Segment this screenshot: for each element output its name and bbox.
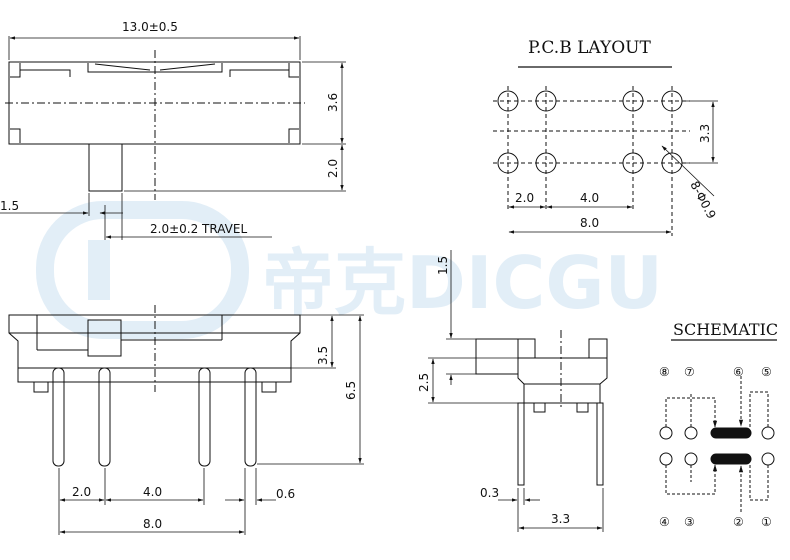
pcb-hole	[497, 152, 519, 174]
top-view-corner-br	[288, 128, 299, 143]
pcb-hole	[535, 90, 557, 112]
schematic-terminal	[761, 452, 775, 466]
schematic-terminal	[684, 426, 698, 440]
side-pin-label: 0.3	[480, 486, 499, 500]
watermark-logo-bar	[88, 240, 110, 300]
front-view-standoff	[261, 381, 277, 393]
front-view-standoff	[33, 381, 49, 393]
travel-label: 2.0±0.2 TRAVEL	[150, 222, 247, 236]
side-actuator-label: 1.5	[436, 256, 450, 275]
side-view-pin	[596, 402, 604, 486]
schematic-label-2: ②	[733, 515, 744, 529]
schematic-terminal	[761, 426, 775, 440]
front-view-pin	[198, 367, 211, 467]
schematic-contact-top	[710, 427, 752, 439]
schematic-label-1: ①	[761, 515, 772, 529]
top-view	[0, 36, 346, 240]
pcb-hole	[497, 90, 519, 112]
watermark: 帝克DICGU	[36, 201, 663, 339]
pcb-layout	[493, 86, 718, 236]
schematic-label-8: ⑧	[659, 365, 670, 379]
top-view-height-label: 3.6	[326, 93, 340, 112]
front-view	[8, 305, 364, 535]
side-height-label: 2.5	[417, 373, 431, 392]
top-view-corner-tl	[10, 63, 21, 78]
schematic-label-5: ⑤	[761, 365, 772, 379]
schematic-title: SCHEMATIC	[673, 320, 778, 339]
front-pitch2-label: 4.0	[143, 485, 162, 499]
pcb-hole	[622, 152, 644, 174]
side-view-standoff	[576, 402, 589, 413]
pcb-hole	[661, 152, 683, 174]
pcb-hole	[535, 152, 557, 174]
pcb-pitch2-label: 4.0	[580, 191, 599, 205]
top-view-width-label: 13.0±0.5	[122, 20, 178, 34]
schematic-label-4: ④	[659, 515, 670, 529]
schematic-label-3: ③	[684, 515, 695, 529]
front-view-pin	[98, 367, 111, 467]
top-view-lip-right	[229, 69, 289, 77]
top-view-corner-tr	[288, 63, 299, 78]
pcb-hole	[661, 90, 683, 112]
schematic	[659, 376, 775, 512]
side-view-standoff	[533, 402, 546, 413]
side-view-actuator	[475, 338, 519, 375]
pcb-pitch1-label: 2.0	[515, 191, 534, 205]
watermark-logo-mark	[36, 201, 249, 339]
front-span-label: 8.0	[143, 517, 162, 531]
top-view-actuator-label: 2.0	[326, 159, 340, 178]
schematic-terminal	[659, 426, 673, 440]
front-pitch1-label: 2.0	[72, 485, 91, 499]
side-view-pin	[517, 402, 525, 486]
side-view-body	[517, 338, 608, 404]
pcb-span-label: 8.0	[580, 216, 599, 230]
schematic-terminal	[684, 452, 698, 466]
top-view-actuator	[88, 143, 123, 192]
pcb-hole-leader	[661, 145, 715, 197]
pcb-layout-title: P.C.B LAYOUT	[528, 38, 651, 58]
front-height1-label: 3.5	[316, 346, 330, 365]
front-view-pin	[52, 367, 65, 467]
top-view-actuator-width-label: 1.5	[0, 199, 19, 213]
front-pin-width-label: 0.6	[276, 487, 295, 501]
schematic-label-6: ⑥	[733, 365, 744, 379]
schematic-terminal	[659, 452, 673, 466]
front-view-actuator	[87, 319, 122, 357]
front-view-body	[8, 314, 301, 369]
watermark-text: 帝克DICGU	[262, 241, 663, 325]
front-view-pin	[244, 367, 257, 467]
top-view-corner-bl	[10, 128, 21, 143]
top-view-lip-left	[20, 69, 71, 77]
side-depth-label: 3.3	[551, 512, 570, 526]
pcb-hole	[622, 90, 644, 112]
side-view	[428, 250, 608, 532]
pcb-row-spacing-label: 3.3	[698, 124, 712, 143]
schematic-label-7: ⑦	[684, 365, 695, 379]
pcb-hole-callout: 8-Φ0.9	[687, 179, 718, 221]
schematic-contact-bottom	[710, 453, 752, 465]
front-height2-label: 6.5	[344, 381, 358, 400]
